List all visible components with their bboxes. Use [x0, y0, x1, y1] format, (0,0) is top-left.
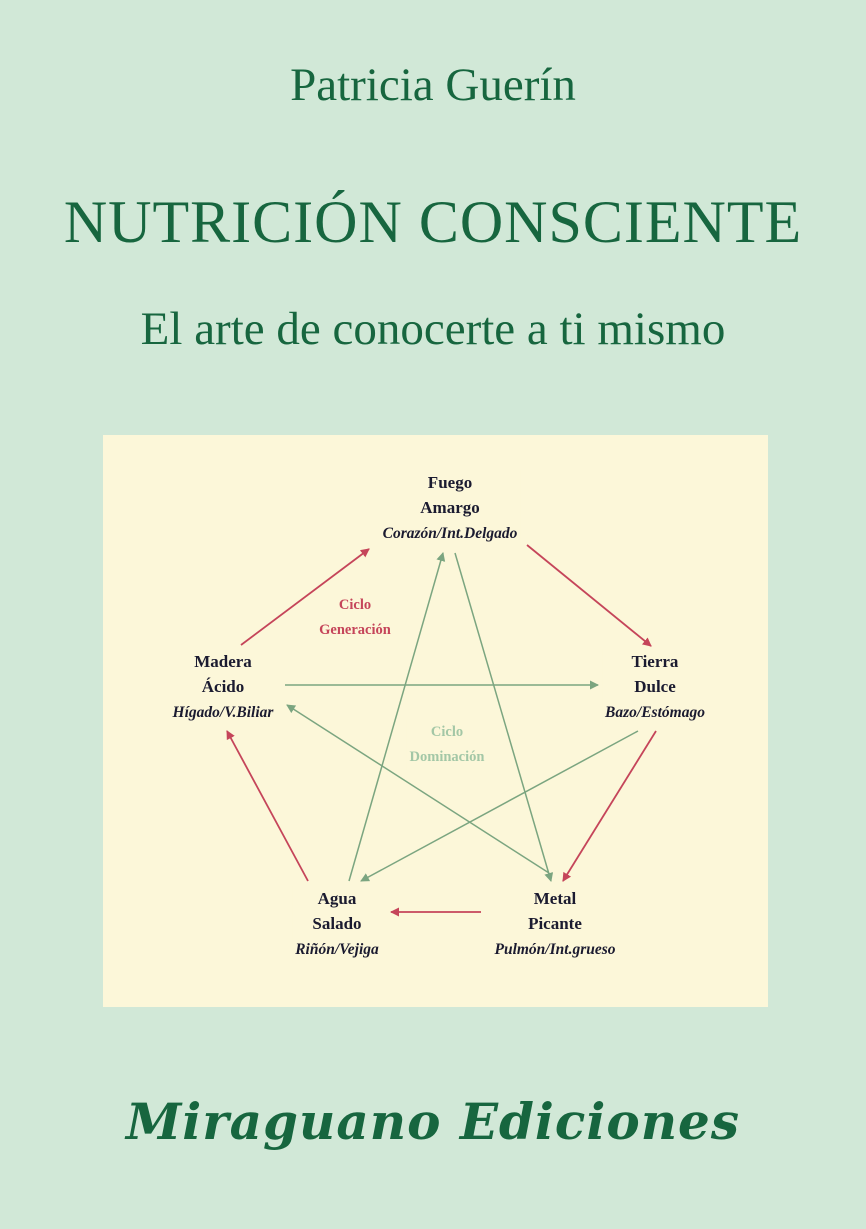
- madera-organs-label: Hígado/V.Biliar: [172, 704, 274, 721]
- element-node-tierra: Tierra Dulce Bazo/Estómago: [602, 649, 708, 726]
- generation-cycle-label: Ciclo Generación: [316, 593, 394, 643]
- domination-cycle-label-line2: Dominación: [409, 749, 485, 765]
- publisher-name: Miraguano Ediciones: [125, 1092, 741, 1151]
- metal-organs-label: Pulmón/Int.grueso: [494, 941, 616, 958]
- tierra-flavor-label: Dulce: [634, 677, 676, 696]
- domination-arrow-tierra-agua: [360, 730, 639, 882]
- element-node-agua: Agua Salado Riñón/Vejiga: [292, 886, 382, 963]
- book-subtitle: El arte de conocerte a ti mismo: [140, 303, 726, 355]
- author-name: Patricia Guerín: [290, 59, 576, 111]
- book-title: NUTRICIÓN CONSCIENTE: [63, 189, 803, 255]
- agua-element-label: Agua: [317, 889, 357, 908]
- element-node-fuego: Fuego Amargo Corazón/Int.Delgado: [379, 470, 521, 547]
- fuego-flavor-label: Amargo: [420, 498, 480, 517]
- tierra-element-label: Tierra: [631, 652, 679, 671]
- generation-cycle-label-line1: Ciclo: [338, 597, 372, 613]
- madera-element-label: Madera: [194, 652, 252, 671]
- fuego-organs-label: Corazón/Int.Delgado: [382, 525, 518, 542]
- generation-arrow-madera-fuego: [240, 548, 370, 646]
- cycle-arrows-graphic: [226, 544, 657, 917]
- agua-flavor-label: Salado: [312, 914, 362, 933]
- generation-cycle-label-line2: Generación: [319, 622, 391, 638]
- agua-organs-label: Riñón/Vejiga: [295, 941, 379, 958]
- metal-flavor-label: Picante: [528, 914, 582, 933]
- generation-arrow-fuego-tierra: [526, 544, 652, 647]
- domination-arrow-fuego-metal: [454, 552, 554, 882]
- domination-cycle-label-line1: Ciclo: [430, 724, 464, 740]
- generation-arrow-agua-madera: [226, 730, 309, 882]
- five-elements-diagram-panel: Fuego Amargo Corazón/Int.Delgado Tierra …: [103, 435, 768, 1007]
- element-node-metal: Metal Picante Pulmón/Int.grueso: [491, 886, 619, 963]
- metal-element-label: Metal: [533, 889, 577, 908]
- element-node-madera: Madera Ácido Hígado/V.Biliar: [169, 649, 277, 726]
- tierra-organs-label: Bazo/Estómago: [605, 704, 705, 721]
- fuego-element-label: Fuego: [427, 473, 473, 492]
- domination-cycle-label: Ciclo Dominación: [406, 720, 488, 770]
- domination-arrow-agua-fuego: [348, 552, 446, 882]
- generation-arrow-tierra-metal: [562, 730, 657, 882]
- domination-arrow-metal-madera: [286, 704, 550, 874]
- madera-flavor-label: Ácido: [201, 677, 245, 696]
